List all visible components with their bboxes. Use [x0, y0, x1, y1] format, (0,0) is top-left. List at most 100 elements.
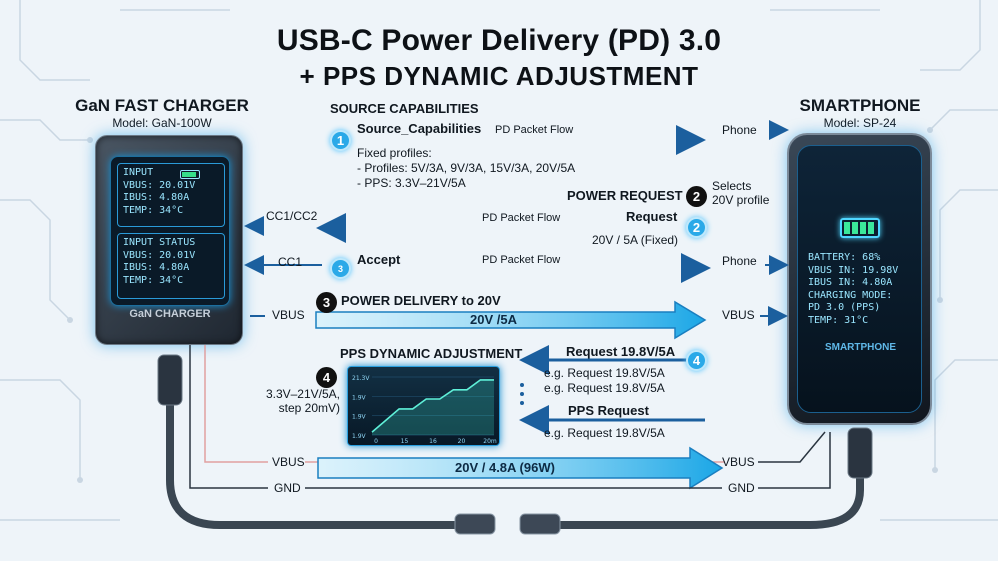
chart-x-tick: 16 — [429, 438, 437, 445]
pps-header: PPS DYNAMIC ADJUSTMENT — [340, 346, 523, 361]
chart-y-tick: 1.9V — [352, 433, 367, 440]
step-accept-badge: 3 — [330, 258, 351, 279]
phone-vbus-wire — [758, 431, 826, 463]
usb-connector-mid-left — [454, 513, 496, 535]
usb-connector-mid-right — [519, 513, 561, 535]
smartphone-device: BATTERY: 68% VBUS IN: 19.98V IBUS IN: 4.… — [787, 133, 932, 425]
chart-y-tick: 21.3V — [352, 375, 370, 382]
pps-request-label: PPS Request — [568, 403, 649, 418]
bottom-gnd-right: GND — [728, 481, 755, 495]
charger-status-ibus: IBUS: 4.80A — [123, 262, 190, 273]
chart-x-tick: 20 — [458, 438, 466, 445]
chart-x-tick: 15 — [401, 438, 409, 445]
charger-status-vbus: VBUS: 20.01V — [123, 249, 196, 261]
pps-chart: 21.3V 1.9V 1.9V 1.9V 0 15 16 20 20m — [347, 366, 500, 446]
charger-input-vbus: VBUS: 20.01V — [123, 179, 196, 191]
selects-note: Selects 20V profile — [712, 179, 769, 207]
phone-charging-mode: PD 3.0 (PPS) — [808, 302, 881, 313]
request-label: Request — [626, 209, 678, 224]
eg-request-3: e.g. Request 19.8V/5A — [544, 426, 665, 440]
charger-status-title: INPUT STATUS — [123, 237, 196, 248]
pps-range: - PPS: 3.3V–21V/5A — [357, 176, 466, 190]
power-request-header: POWER REQUEST — [567, 188, 683, 203]
charger-model: Model: GaN-100W — [112, 116, 212, 130]
charger-device: INPUT VBUS: 20.01V IBUS: 4.80A TEMP: 34°… — [95, 135, 243, 345]
charger-name: GaN FAST CHARGER — [75, 96, 249, 115]
bottom-vbus-right: VBUS — [722, 455, 755, 469]
charger-gnd-wire — [189, 345, 268, 489]
charger-vbus-wire — [204, 345, 268, 463]
charger-input-panel: INPUT VBUS: 20.01V IBUS: 4.80A TEMP: 34°… — [117, 163, 225, 227]
step-2-badge-dark: 2 — [686, 186, 707, 207]
cc1-cc2-label: CC1/CC2 — [266, 209, 318, 223]
chart-y-tick: 1.9V — [352, 394, 367, 401]
battery-icon — [180, 170, 200, 179]
eg-request-2: e.g. Request 19.8V/5A — [544, 381, 665, 395]
phone-vbus-in: VBUS IN: 19.98V — [808, 264, 899, 276]
phone-status-lines: BATTERY: 68% VBUS IN: 19.98V IBUS IN: 4.… — [808, 252, 898, 327]
phone-model: Model: SP-24 — [823, 116, 897, 130]
usb-cable-left — [166, 356, 474, 529]
big-arrow-96w — [317, 446, 724, 490]
source-capabilities-header: SOURCE CAPABILITIES — [330, 101, 479, 116]
chart-x-tick: 20m — [483, 438, 497, 445]
pd-packet-flow-2: PD Packet Flow — [482, 212, 561, 224]
pps-chart-svg: 21.3V 1.9V 1.9V 1.9V 0 15 16 20 20m — [352, 375, 497, 445]
pps-range-line2: step 20mV) — [278, 401, 340, 415]
charger-label: GaN CHARGER — [129, 308, 211, 320]
step-1-badge: 1 — [330, 130, 351, 151]
phone-name: SMARTPHONE — [799, 96, 921, 115]
charger-screen: INPUT VBUS: 20.01V IBUS: 4.80A TEMP: 34°… — [110, 156, 230, 306]
phone-battery: BATTERY: 68% — [808, 252, 881, 263]
fixed-profiles-title: Fixed profiles: — [357, 146, 432, 160]
fixed-profiles-block: Fixed profiles: - Profiles: 5V/3A, 9V/3A… — [357, 146, 575, 191]
eg-request-1: e.g. Request 19.8V/5A — [544, 366, 665, 380]
phone-temp: TEMP: 31°C — [808, 314, 869, 326]
selects-note-line1: Selects — [712, 179, 752, 193]
phone-gnd-wire — [758, 432, 831, 489]
phone-dest-accept: Phone — [722, 254, 757, 268]
charger-input-ibus: IBUS: 4.80A — [123, 192, 190, 203]
pps-range-line1: 3.3V–21V/5A, — [265, 387, 340, 401]
bottom-vbus-left: VBUS — [272, 455, 305, 469]
vbus-right-label: VBUS — [722, 308, 755, 322]
pd-packet-flow-1: PD Packet Flow — [495, 124, 574, 136]
phone-battery-icon — [840, 218, 880, 238]
step-4-badge: 4 — [316, 367, 337, 388]
chart-series-line — [371, 379, 494, 433]
fixed-profiles-list: - Profiles: 5V/3A, 9V/3A, 15V/3A, 20V/5A — [357, 161, 576, 175]
bottom-gnd-left: GND — [274, 481, 301, 495]
chart-y-tick: 1.9V — [352, 414, 367, 421]
phone-dest-1: Phone — [722, 123, 757, 137]
diagram-title-line2: + PPS DYNAMIC ADJUSTMENT — [299, 61, 699, 91]
accept-label: Accept — [357, 252, 401, 267]
charger-input-temp: TEMP: 34°C — [123, 204, 184, 216]
usb-plug-right — [847, 427, 873, 479]
phone-charging-mode-label: CHARGING MODE: — [808, 289, 893, 301]
dots — [520, 383, 524, 405]
bottom-power-label: 20V / 4.8A (96W) — [455, 460, 555, 475]
phone-label: SMARTPHONE — [824, 342, 897, 353]
selects-note-line2: 20V profile — [712, 193, 770, 207]
chart-area — [372, 379, 494, 435]
usb-cable-right — [536, 436, 864, 529]
pd-packet-flow-3: PD Packet Flow — [482, 254, 561, 266]
diagram-title-line1: USB-C Power Delivery (PD) 3.0 — [276, 24, 722, 57]
power-arrow-label: 20V /5A — [470, 312, 517, 327]
power-delivery-header: POWER DELIVERY to 20V — [341, 293, 501, 308]
request-198-label: Request 19.8V/5A — [566, 344, 676, 359]
phone-screen: BATTERY: 68% VBUS IN: 19.98V IBUS IN: 4.… — [797, 145, 922, 413]
phone-ibus-in: IBUS IN: 4.80A — [808, 277, 893, 288]
chart-x-tick: 0 — [374, 438, 378, 445]
step-2-badge: 2 — [686, 217, 707, 238]
vbus-left-label: VBUS — [272, 308, 305, 322]
charger-input-title: INPUT — [123, 167, 154, 178]
charger-status-panel: INPUT STATUS VBUS: 20.01V IBUS: 4.80A TE… — [117, 233, 225, 299]
step-4-request-badge: 4 — [686, 350, 707, 371]
source-capabilities-label: Source_Capabilities — [357, 121, 482, 136]
big-arrow-20v — [315, 300, 707, 340]
step-3-badge: 3 — [316, 292, 337, 313]
usb-plug-left — [157, 354, 183, 406]
